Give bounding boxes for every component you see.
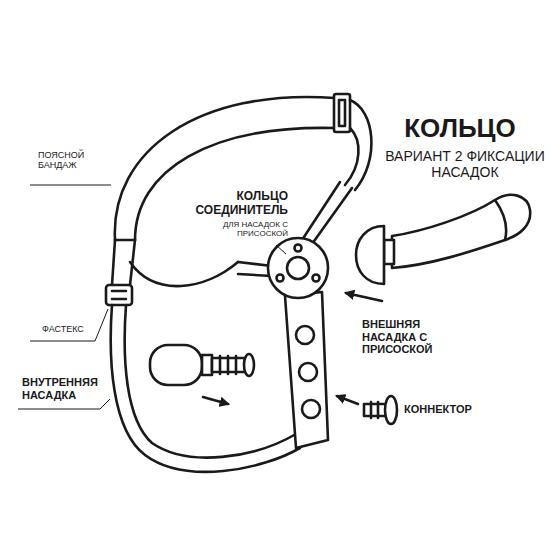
suction-neck <box>384 240 394 264</box>
inner-insert-neck <box>202 355 212 375</box>
ring-hole <box>313 275 320 282</box>
ring-hole <box>287 257 309 279</box>
belt-edge <box>350 100 371 190</box>
subtitle: ВАРИАНТ 2 ФИКСАЦИИ НАСАДОК <box>385 148 545 180</box>
connector-arrow <box>337 396 358 404</box>
strip-hole <box>302 400 320 418</box>
belt-edge <box>135 128 335 240</box>
part-label: ПОЯСНОЙ БАНДАЖ <box>38 150 108 171</box>
strip-hole <box>299 363 317 381</box>
connector-stem <box>364 402 386 418</box>
leader-line <box>30 185 111 186</box>
belt-slider-slot <box>339 100 345 126</box>
fastex-buckle <box>106 285 132 305</box>
leg-loop <box>125 305 296 458</box>
leg-loop <box>111 305 300 472</box>
outer-attachment-detail <box>495 200 506 240</box>
suction-cup <box>356 226 384 284</box>
insert-arrow <box>203 397 228 404</box>
strip-hole <box>296 326 314 344</box>
belt-edge <box>115 239 135 242</box>
ring-hole <box>277 275 284 282</box>
belt-edge <box>345 128 358 185</box>
front-strip <box>285 292 328 448</box>
part-note: ДЛЯ НАСАДОК С ПРИСОСКОЙ <box>188 220 288 238</box>
leader-line <box>276 245 286 254</box>
attach-arrow <box>346 293 382 301</box>
connector-ring <box>268 238 328 298</box>
title: КОЛЬЦО <box>373 114 547 144</box>
connector-disc <box>385 396 397 424</box>
belt-edge <box>112 240 115 285</box>
part-label: ВНЕШНЯЯ НАСАДКА С ПРИСОСКОЙ <box>362 318 467 356</box>
fastex-detail <box>112 291 126 299</box>
inner-insert-stem <box>212 356 245 374</box>
outer-attachment <box>392 195 530 268</box>
ring-hole <box>295 245 302 252</box>
ring-strap <box>302 182 340 240</box>
part-label: ВНУТРЕННЯЯ НАСАДКА <box>22 376 106 401</box>
ring-strap <box>238 274 272 276</box>
inner-insert <box>150 345 202 385</box>
belt-slider <box>334 94 350 132</box>
inner-insert-knob <box>244 354 254 376</box>
part-label: КОЛЬЦО СОЕДИНИТЕЛЬ <box>168 190 288 218</box>
belt-edge <box>115 97 335 240</box>
part-label: ФАСТЕКС <box>42 324 112 334</box>
belt-front <box>130 262 238 286</box>
part-label: КОННЕКТОР <box>404 403 494 416</box>
